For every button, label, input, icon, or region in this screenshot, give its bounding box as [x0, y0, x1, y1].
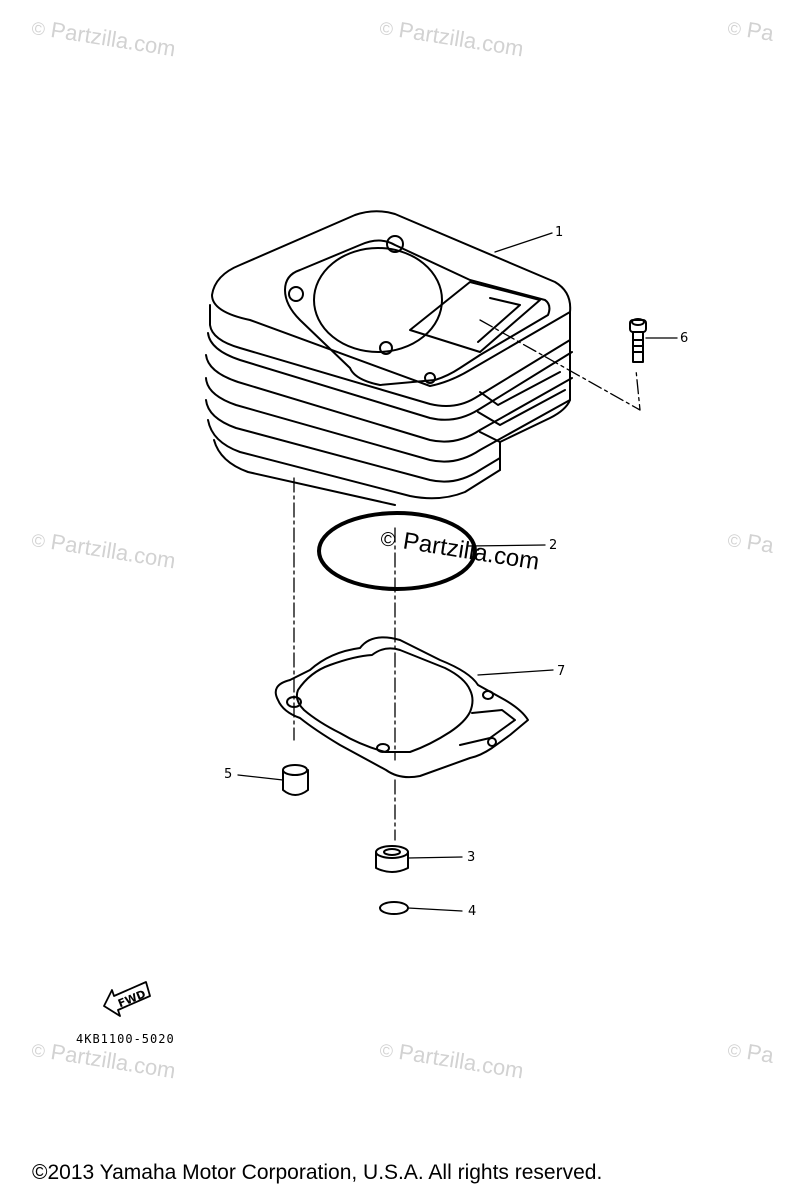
leader-line-3: [407, 856, 463, 859]
leader-line-2: [467, 544, 546, 547]
leader-line-4: [407, 907, 463, 912]
o-ring-small-part: [379, 901, 409, 915]
copyright-text: ©2013 Yamaha Motor Corporation, U.S.A. A…: [32, 1161, 603, 1184]
callout-2: 2: [549, 538, 558, 553]
callout-6: 6: [680, 331, 689, 346]
fwd-label: FWD: [116, 987, 148, 1010]
cylinder-gasket-part: [274, 636, 529, 779]
dowel-pin-center-part: [375, 845, 409, 873]
leader-lines: [237, 232, 678, 912]
callout-3: 3: [467, 850, 476, 865]
leader-line-7: [477, 669, 554, 676]
leader-line-1: [494, 232, 553, 253]
callout-5: 5: [224, 767, 233, 782]
dowel-pin-left-part: [282, 764, 309, 796]
leader-line-5: [237, 774, 284, 781]
callout-7: 7: [557, 664, 566, 679]
cylinder-part: [205, 210, 641, 506]
fwd-arrow: FWD: [103, 981, 151, 1017]
o-ring-large-part: [317, 511, 477, 591]
bolt-part: [629, 318, 647, 363]
callout-4: 4: [468, 904, 477, 919]
diagram-part-code: 4KB1100-5020: [76, 1032, 175, 1046]
callout-1: 1: [555, 225, 564, 240]
